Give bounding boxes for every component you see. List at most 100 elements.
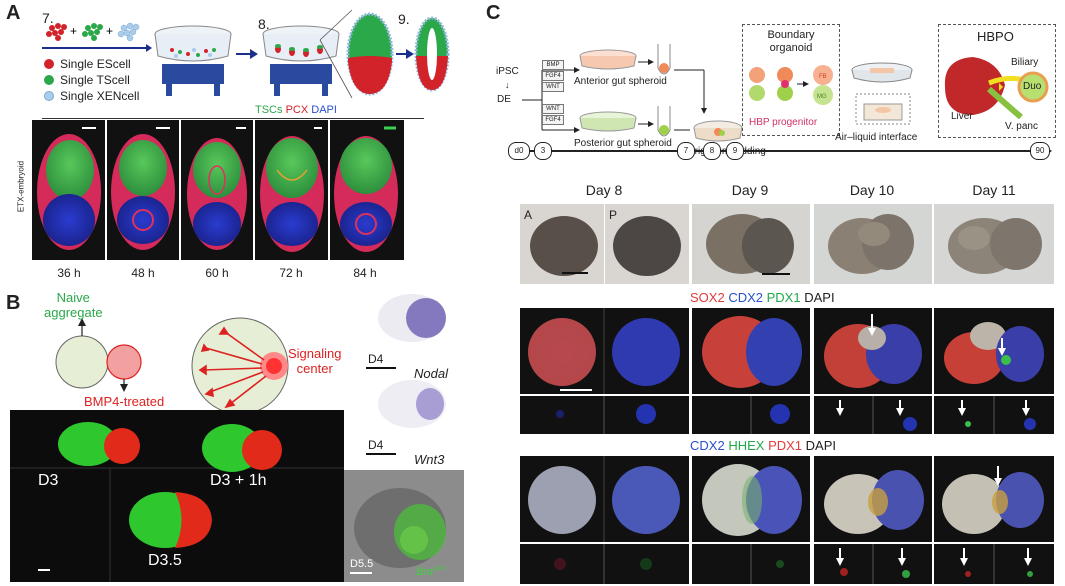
signaling-schematic [55,317,289,415]
hbpo-box: HBPO Liver Biliary Duo V. panc [938,24,1056,138]
timeline-tick: d0 [508,142,530,160]
wnt3-in-situ-image [372,376,452,432]
fluor-row3-day11-channels [934,544,1054,584]
stain-legend-row2: SOX2 CDX2 PDX1 DAPI [690,290,835,305]
factor-box-top: BMP FGF4 WNT [542,60,564,92]
culture-dish-shaker-1 [154,25,232,96]
vpanc-label: V. panc [1005,121,1038,132]
scale-bar [366,367,396,369]
fluor-row3-day9-channels [692,544,810,584]
panel-letter-b: B [6,292,21,314]
embryoid-zoom-illustration: 9. [319,9,450,99]
signaling-center-label: Signaling center [288,346,342,376]
legend-item-xencell: Single XENcell [44,88,139,104]
fluor-row3-day10 [814,456,932,542]
anterior-gut-label: Anterior gut spheroid [574,76,667,87]
stain-hhex: HHEX [728,438,765,453]
fluor-row2-day10 [814,308,932,394]
stain-legend-row3: CDX2 HHEX PDX1 DAPI [690,438,836,453]
divider [42,118,424,119]
stain-legend-a: TSCs PCX DAPI [255,104,337,116]
stain-dapi: DAPI [805,438,836,453]
liver-label: Liver [951,111,973,122]
fluor-row3-day10-channels [814,544,932,584]
bra-gfp-image: D5.5 BraGFP [344,470,464,582]
embryoid-84h [334,136,398,252]
cell-mix-illustration: + + [42,22,152,52]
fluor-row2-day11 [934,308,1054,394]
stain-dapi: DAPI [804,290,835,305]
day-9-header: Day 9 [731,182,769,198]
embryoid-72h [260,136,324,252]
legend-label: Single EScell [60,57,131,71]
stain-cdx2: CDX2 [728,290,763,305]
d3-1h-label: D3 + 1h [210,472,267,489]
step-7-label: 7. [42,10,54,26]
wnt3-label: Wnt3 [414,452,445,467]
factor-fgf4: FGF4 [542,71,564,81]
factor-box-bottom: WNT FGF4 [542,104,564,125]
posterior-label: P [609,208,618,222]
brightfield-day8-posterior: P [605,204,689,284]
tscell-swatch [44,75,54,85]
stain-pcx: PCX [285,104,309,116]
nodal-in-situ-image [372,290,452,346]
time-label-84h: 84 h [353,266,377,280]
fluor-row2-day11-channels [934,396,1054,434]
bra-gfp-label: BraGFP [416,566,446,578]
arrow [236,49,258,59]
brightfield-day11 [934,204,1054,284]
svg-text:+: + [106,24,113,38]
timeline-ticks: d0 3 7 8 9 90 [508,142,1050,162]
fluor-row3-day8-channels [520,544,689,584]
timeline-tick: 90 [1030,142,1050,160]
etx-embryoid-label-container: ETX-embryoid [16,120,28,260]
hbp-progenitor-label: HBP progenitor [749,117,818,128]
step-9-label: 9. [398,11,410,27]
boundary-organoid-label: Boundary organoid [767,29,815,54]
day-8-header: Day 8 [585,182,623,198]
svg-text:FB: FB [819,74,827,80]
hbpo-label: HBPO [977,29,1014,44]
scale-bar [350,572,372,574]
d3-label: D3 [38,472,59,489]
posterior-gut-label: Posterior gut spheroid [574,138,672,149]
legend-item-escell: Single EScell [44,56,139,72]
timeline-tick: 7 [677,142,695,160]
nodal-label: Nodal [414,366,448,381]
de-label: DE [497,94,511,105]
timeline-tick: 9 [726,142,744,160]
naive-aggregate-label: Naive aggregate [44,290,103,320]
stain-sox2: SOX2 [690,290,725,305]
d4-label-nodal: D4 [368,352,384,366]
d4-label-wnt3: D4 [368,438,384,452]
fluor-row2-day9-channels [692,396,810,434]
day-11-header: Day 11 [972,182,1016,198]
panel-letter-a: A [6,2,21,24]
stain-cdx2: CDX2 [690,438,725,453]
brightfield-day10 [814,204,932,284]
legend-label: Single TScell [60,73,130,87]
biliary-label: Biliary [1011,57,1039,68]
scale-bar [562,272,588,274]
time-label-72h: 72 h [279,266,303,280]
embryoid-micrographs [37,120,398,260]
fluor-row3-day11 [934,456,1054,542]
svg-text:MG: MG [817,94,827,100]
stain-tsc: TSCs [255,104,283,116]
time-label-60h: 60 h [205,266,229,280]
aggregate-fusion-image: D3 D3 + 1h D3.5 [10,410,344,582]
step-8-label: 8. [258,16,270,32]
fluor-row2-day8 [520,308,689,394]
stain-pdx1: PDX1 [768,438,803,453]
fluor-row3-day9 [692,456,810,542]
stain-dapi: DAPI [311,104,337,116]
factor-bmp: BMP [542,60,564,70]
panel-letter-c: C [486,2,501,24]
stain-pdx1: PDX1 [766,290,801,305]
anterior-label: A [524,208,533,222]
escell-swatch [44,59,54,69]
legend-item-tscell: Single TScell [44,72,139,88]
legend-label: Single XENcell [60,89,140,103]
time-label-48h: 48 h [131,266,155,280]
